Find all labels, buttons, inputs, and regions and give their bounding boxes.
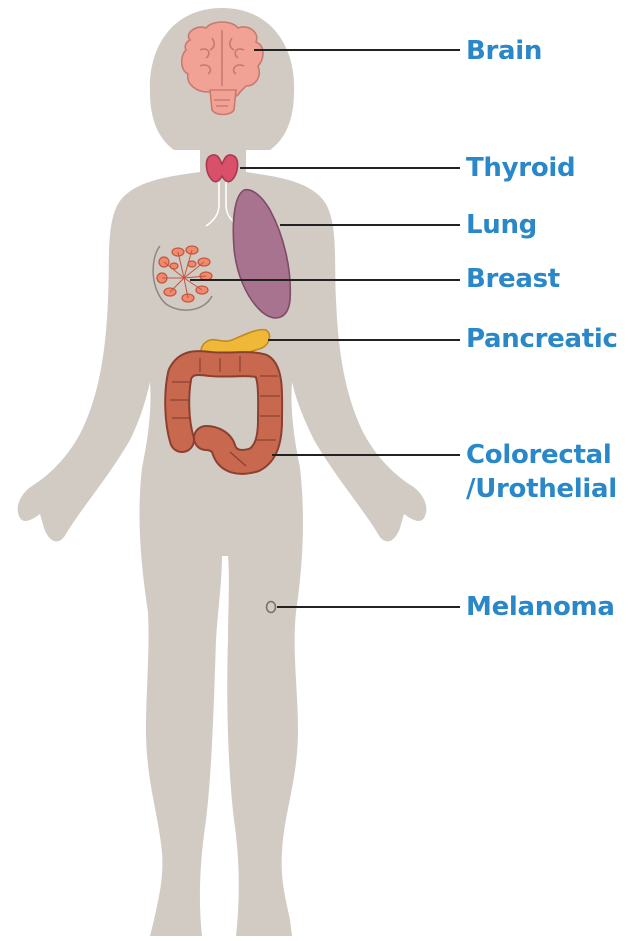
label-colorectal: Colorectal /Urothelial [466,438,617,506]
label-pancreatic: Pancreatic [466,322,618,356]
label-breast: Breast [466,262,560,296]
label-lung: Lung [466,208,537,242]
label-colorectal-line2: /Urothelial [466,472,617,506]
label-thyroid: Thyroid [466,151,575,185]
label-brain: Brain [466,34,542,68]
body-silhouette [18,8,427,936]
label-melanoma: Melanoma [466,590,615,624]
label-colorectal-line1: Colorectal [466,438,617,472]
torso-shape [18,140,427,936]
mole-icon [267,602,276,613]
